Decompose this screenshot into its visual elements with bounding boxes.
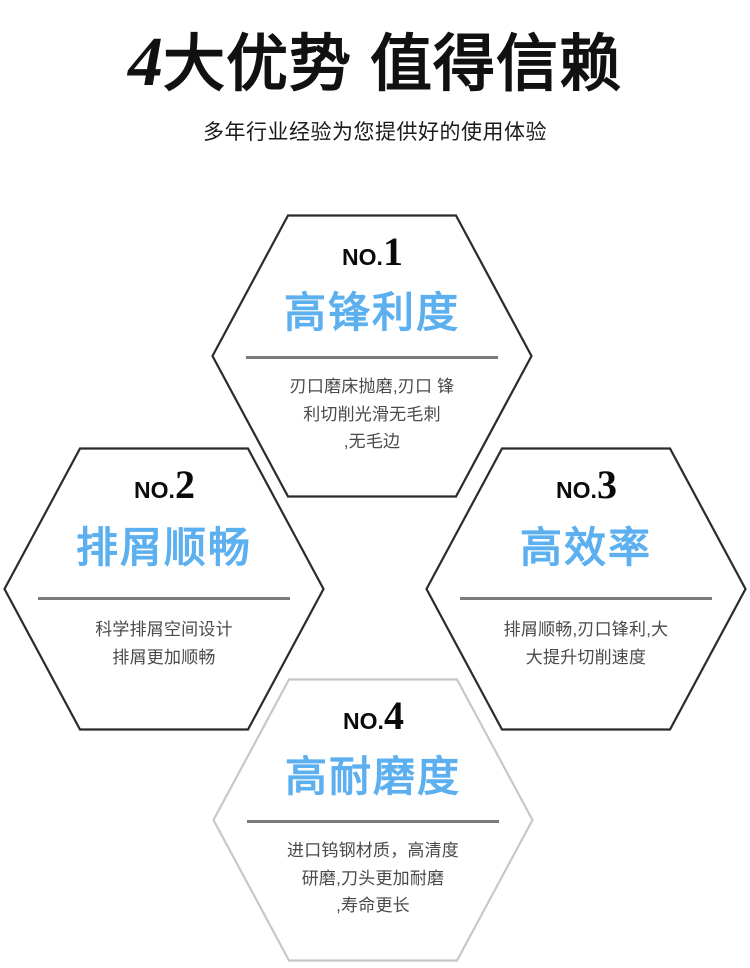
feature-2-headline: 排屑顺畅: [75, 524, 252, 571]
feature-2-content: NO.2 排屑顺畅 科学排屑空间设计 排屑更加顺畅: [3, 447, 325, 731]
feature-4-content: NO.4 高耐磨度 进口钨钢材质，高清度 研磨,刀头更加耐磨 ,寿命更长: [212, 678, 534, 962]
page-subtitle: 多年行业经验为您提供好的使用体验: [203, 121, 547, 144]
feature-2-description: 科学排屑空间设计 排屑更加顺畅: [95, 620, 233, 667]
title-part-1: 大优势: [162, 30, 352, 99]
feature-3-no-word: NO.: [556, 477, 597, 503]
feature-1-content: NO.1 高锋利度 刃口磨床抛磨,刃口 锋 利切削光滑无毛刺 ,无毛边: [211, 214, 533, 498]
title-part-2: 值得信赖: [370, 30, 623, 99]
feature-2-no-word: NO.: [134, 477, 175, 503]
feature-hexagon-2: NO.2 排屑顺畅 科学排屑空间设计 排屑更加顺畅: [3, 447, 325, 731]
page-header: 4大优势值得信赖 多年行业经验为您提供好的使用体验: [0, 0, 750, 145]
hexagon-outline-icon: [3, 447, 325, 731]
feature-1-no-digit: 1: [382, 229, 403, 274]
hexagon-outline-icon: [425, 447, 747, 731]
feature-4-description: 进口钨钢材质，高清度 研磨,刀头更加耐磨 ,寿命更长: [287, 841, 459, 916]
feature-4-divider: [247, 820, 499, 823]
feature-3-headline: 高效率: [519, 524, 652, 571]
feature-1-divider: [246, 356, 498, 359]
hexagon-shape: [3, 447, 325, 731]
feature-hexagon-3: NO.3 高效率 排屑顺畅,刃口锋利,大 大提升切削速度: [425, 447, 747, 731]
feature-3-no-digit: 3: [596, 462, 617, 507]
feature-3-number: NO.3: [556, 462, 617, 507]
feature-4-no-digit: 4: [383, 693, 404, 738]
feature-1-no-word: NO.: [342, 244, 383, 270]
feature-2-number: NO.2: [134, 462, 195, 507]
feature-1-number: NO.1: [342, 229, 403, 274]
feature-2-no-digit: 2: [174, 462, 195, 507]
title-number: 4: [127, 24, 163, 101]
hexagon-shape: [425, 447, 747, 731]
feature-4-headline: 高耐磨度: [284, 753, 461, 800]
feature-3-divider: [460, 597, 712, 600]
feature-hexagon-4: NO.4 高耐磨度 进口钨钢材质，高清度 研磨,刀头更加耐磨 ,寿命更长: [212, 678, 534, 962]
feature-4-no-word: NO.: [343, 708, 384, 734]
feature-hexagon-1: NO.1 高锋利度 刃口磨床抛磨,刃口 锋 利切削光滑无毛刺 ,无毛边: [211, 214, 533, 498]
feature-3-content: NO.3 高效率 排屑顺畅,刃口锋利,大 大提升切削速度: [425, 447, 747, 731]
feature-1-headline: 高锋利度: [283, 289, 460, 336]
feature-3-description: 排屑顺畅,刃口锋利,大 大提升切削速度: [503, 620, 669, 667]
feature-4-number: NO.4: [343, 693, 404, 738]
page-title: 4大优势值得信赖: [0, 0, 750, 98]
feature-1-description: 刃口磨床抛磨,刃口 锋 利切削光滑无毛刺 ,无毛边: [289, 377, 455, 452]
feature-2-divider: [38, 597, 290, 600]
